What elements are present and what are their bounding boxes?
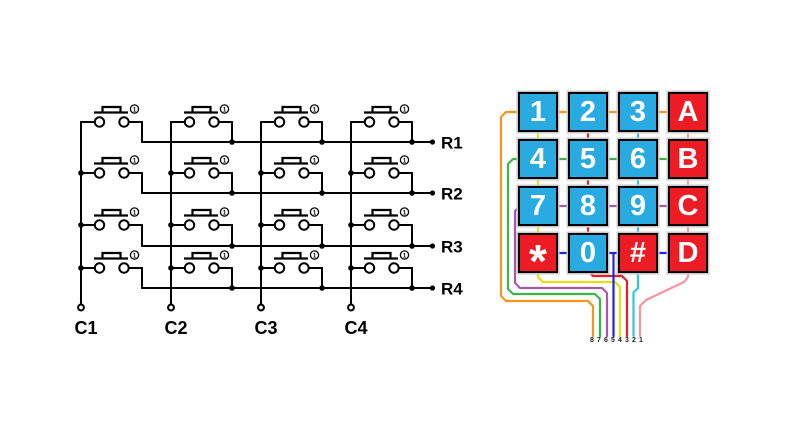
key-label: 8 [579,189,597,222]
pin-label-4: 4 [618,337,622,344]
col-label-c1: C1 [74,318,97,338]
key-label: 9 [629,189,647,222]
key-3[interactable]: 3 [618,92,658,132]
key-5[interactable]: 5 [568,139,608,179]
key-7[interactable]: 7 [518,186,558,226]
key-star[interactable]: * [518,233,558,284]
key-label: 6 [629,142,647,175]
key-2[interactable]: 2 [568,92,608,132]
key-label: 2 [579,95,597,128]
junction-dots [78,139,415,291]
key-label: B [677,142,699,175]
key-label: 0 [579,236,597,269]
switch-r1c2 [169,103,234,128]
pin-label-3: 3 [625,337,629,344]
pin-label-5: 5 [611,337,615,344]
key-label: D [677,236,699,269]
key-label: # [629,236,647,269]
row-label-r2: R2 [441,185,463,204]
key-8[interactable]: 8 [568,186,608,226]
key-9[interactable]: 9 [618,186,658,226]
column-terminals [77,303,355,312]
key-d[interactable]: D [668,233,708,273]
row-label-r3: R3 [441,238,463,257]
matrix-schematic: R1 R2 R3 R4 C1 C2 C3 C4 [74,103,463,338]
key-label: 7 [529,189,547,222]
col-label-c4: C4 [344,318,367,338]
pin-label-7: 7 [597,337,601,344]
pin-numbers: 8 7 6 5 4 3 2 1 [590,337,643,344]
switch-r4c3 [259,249,324,274]
key-1[interactable]: 1 [518,92,558,132]
switch-r3c3 [259,206,324,231]
key-label: C [677,189,699,222]
switch-r4c4 [349,249,414,274]
switch-drop-wires [141,121,413,289]
col-label-c2: C2 [164,318,187,338]
key-label: 5 [579,142,597,175]
key-label: 1 [529,95,547,128]
pin-label-8: 8 [590,337,594,344]
key-0[interactable]: 0 [568,233,608,273]
key-label: * [529,235,547,287]
row-label-r1: R1 [441,134,463,153]
key-label: A [677,95,699,128]
switch-r3c2 [169,206,234,231]
key-b[interactable]: B [668,139,708,179]
key-a[interactable]: A [668,92,708,132]
pin-label-6: 6 [604,337,608,344]
switch-r2c2 [169,154,234,179]
switch-r3c4 [349,206,414,231]
key-label: 3 [629,95,647,128]
switch-r4c2 [169,249,234,274]
switch-r1c4 [349,103,414,128]
key-c[interactable]: C [668,186,708,226]
wire-green-row2 [506,157,690,338]
key-hash[interactable]: # [618,233,658,273]
switch-r1c1 [79,103,144,128]
switch-r3c1 [79,206,144,231]
wire-blue-row4 [536,251,690,338]
switch-r2c3 [259,154,324,179]
row-label-r4: R4 [441,280,463,299]
pin-label-1: 1 [639,337,643,344]
row-terminals [429,139,436,291]
switch-r4c1 [79,249,144,274]
col-label-c3: C3 [254,318,277,338]
key-label: 4 [529,142,547,175]
key-6[interactable]: 6 [618,139,658,179]
switch-r2c1 [79,154,144,179]
keypad: 1 2 3 A 4 5 6 B 7 8 9 C * 0 # D [518,92,708,284]
wire-orange-row1 [499,110,690,338]
pin-label-2: 2 [632,337,636,344]
switch-r1c3 [259,103,324,128]
key-4[interactable]: 4 [518,139,558,179]
switch-r2c4 [349,154,414,179]
